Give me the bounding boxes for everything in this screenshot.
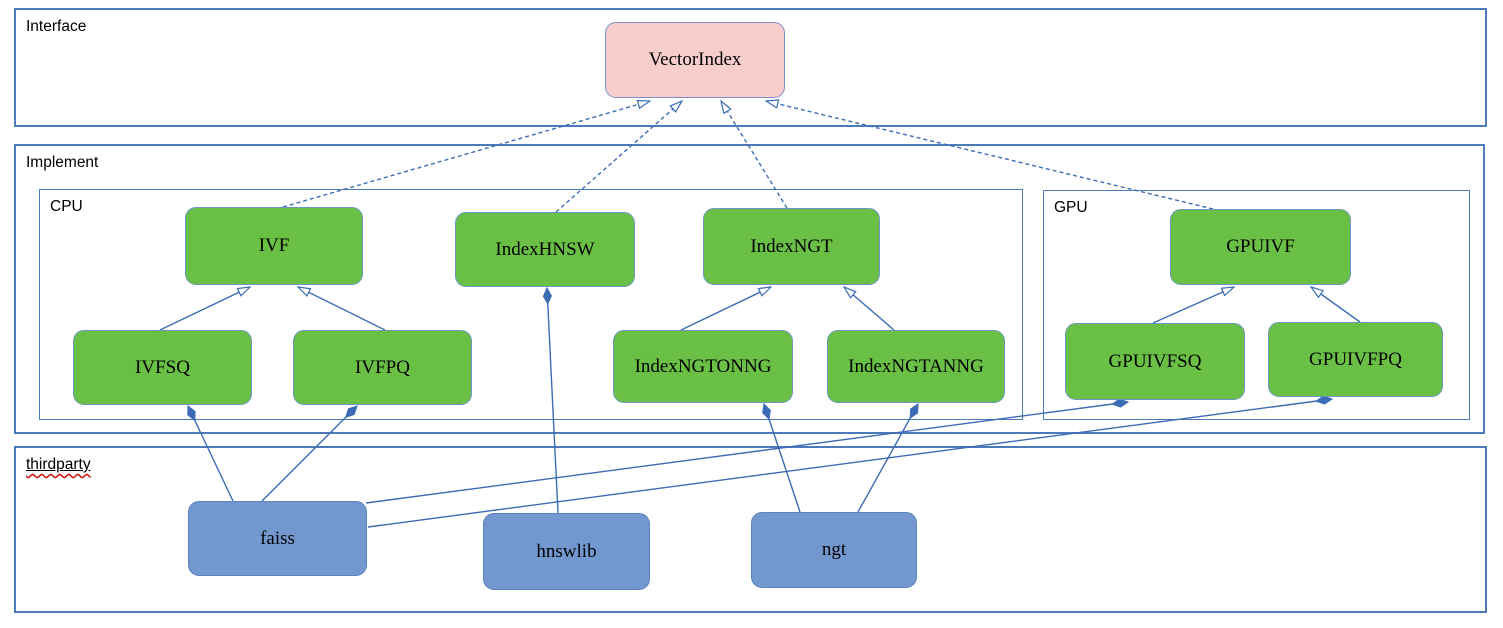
gpu-container-label: GPU xyxy=(1054,199,1088,216)
node-ngt-label: ngt xyxy=(821,539,847,560)
node-vectorindex-label: VectorIndex xyxy=(648,49,742,70)
interface-container-label: Interface xyxy=(26,18,87,35)
node-indexngtonng-label: IndexNGTONNG xyxy=(634,355,772,377)
cpu-container-label: CPU xyxy=(50,198,83,215)
node-ivfsq-label: IVFSQ xyxy=(135,356,190,378)
node-indexhnsw[interactable]: IndexHNSW xyxy=(455,212,635,287)
node-gpuivf[interactable]: GPUIVF xyxy=(1170,209,1351,285)
node-ivfsq[interactable]: IVFSQ xyxy=(73,330,252,405)
node-ivf-label: IVF xyxy=(258,235,290,256)
node-indexngtonng[interactable]: IndexNGTONNG xyxy=(613,330,793,403)
node-gpuivfsq[interactable]: GPUIVFSQ xyxy=(1065,323,1245,400)
thirdparty-container-label: thirdparty xyxy=(26,456,91,474)
thirdparty-container-label-text: thirdparty xyxy=(26,456,91,473)
node-hnswlib-label: hnswlib xyxy=(536,540,597,562)
node-faiss-label: faiss xyxy=(260,527,295,549)
node-indexngtanng-label: IndexNGTANNG xyxy=(848,355,984,377)
node-faiss[interactable]: faiss xyxy=(188,501,367,576)
node-hnswlib[interactable]: hnswlib xyxy=(483,513,650,590)
implement-container-label: Implement xyxy=(26,154,99,171)
node-ivfpq-label: IVFPQ xyxy=(355,356,410,378)
node-indexngt[interactable]: IndexNGT xyxy=(703,208,880,285)
node-vectorindex[interactable]: VectorIndex xyxy=(605,22,785,98)
node-indexngt-label: IndexNGT xyxy=(750,235,833,257)
node-gpuivf-label: GPUIVF xyxy=(1226,236,1295,257)
node-gpuivfpq-label: GPUIVFPQ xyxy=(1309,348,1402,370)
node-indexngtanng[interactable]: IndexNGTANNG xyxy=(827,330,1005,403)
node-ivf[interactable]: IVF xyxy=(185,207,363,285)
node-gpuivfsq-label: GPUIVFSQ xyxy=(1108,350,1202,372)
node-indexhnsw-label: IndexHNSW xyxy=(495,238,595,260)
node-ngt[interactable]: ngt xyxy=(751,512,917,588)
node-gpuivfpq[interactable]: GPUIVFPQ xyxy=(1268,322,1443,397)
node-ivfpq[interactable]: IVFPQ xyxy=(293,330,472,405)
